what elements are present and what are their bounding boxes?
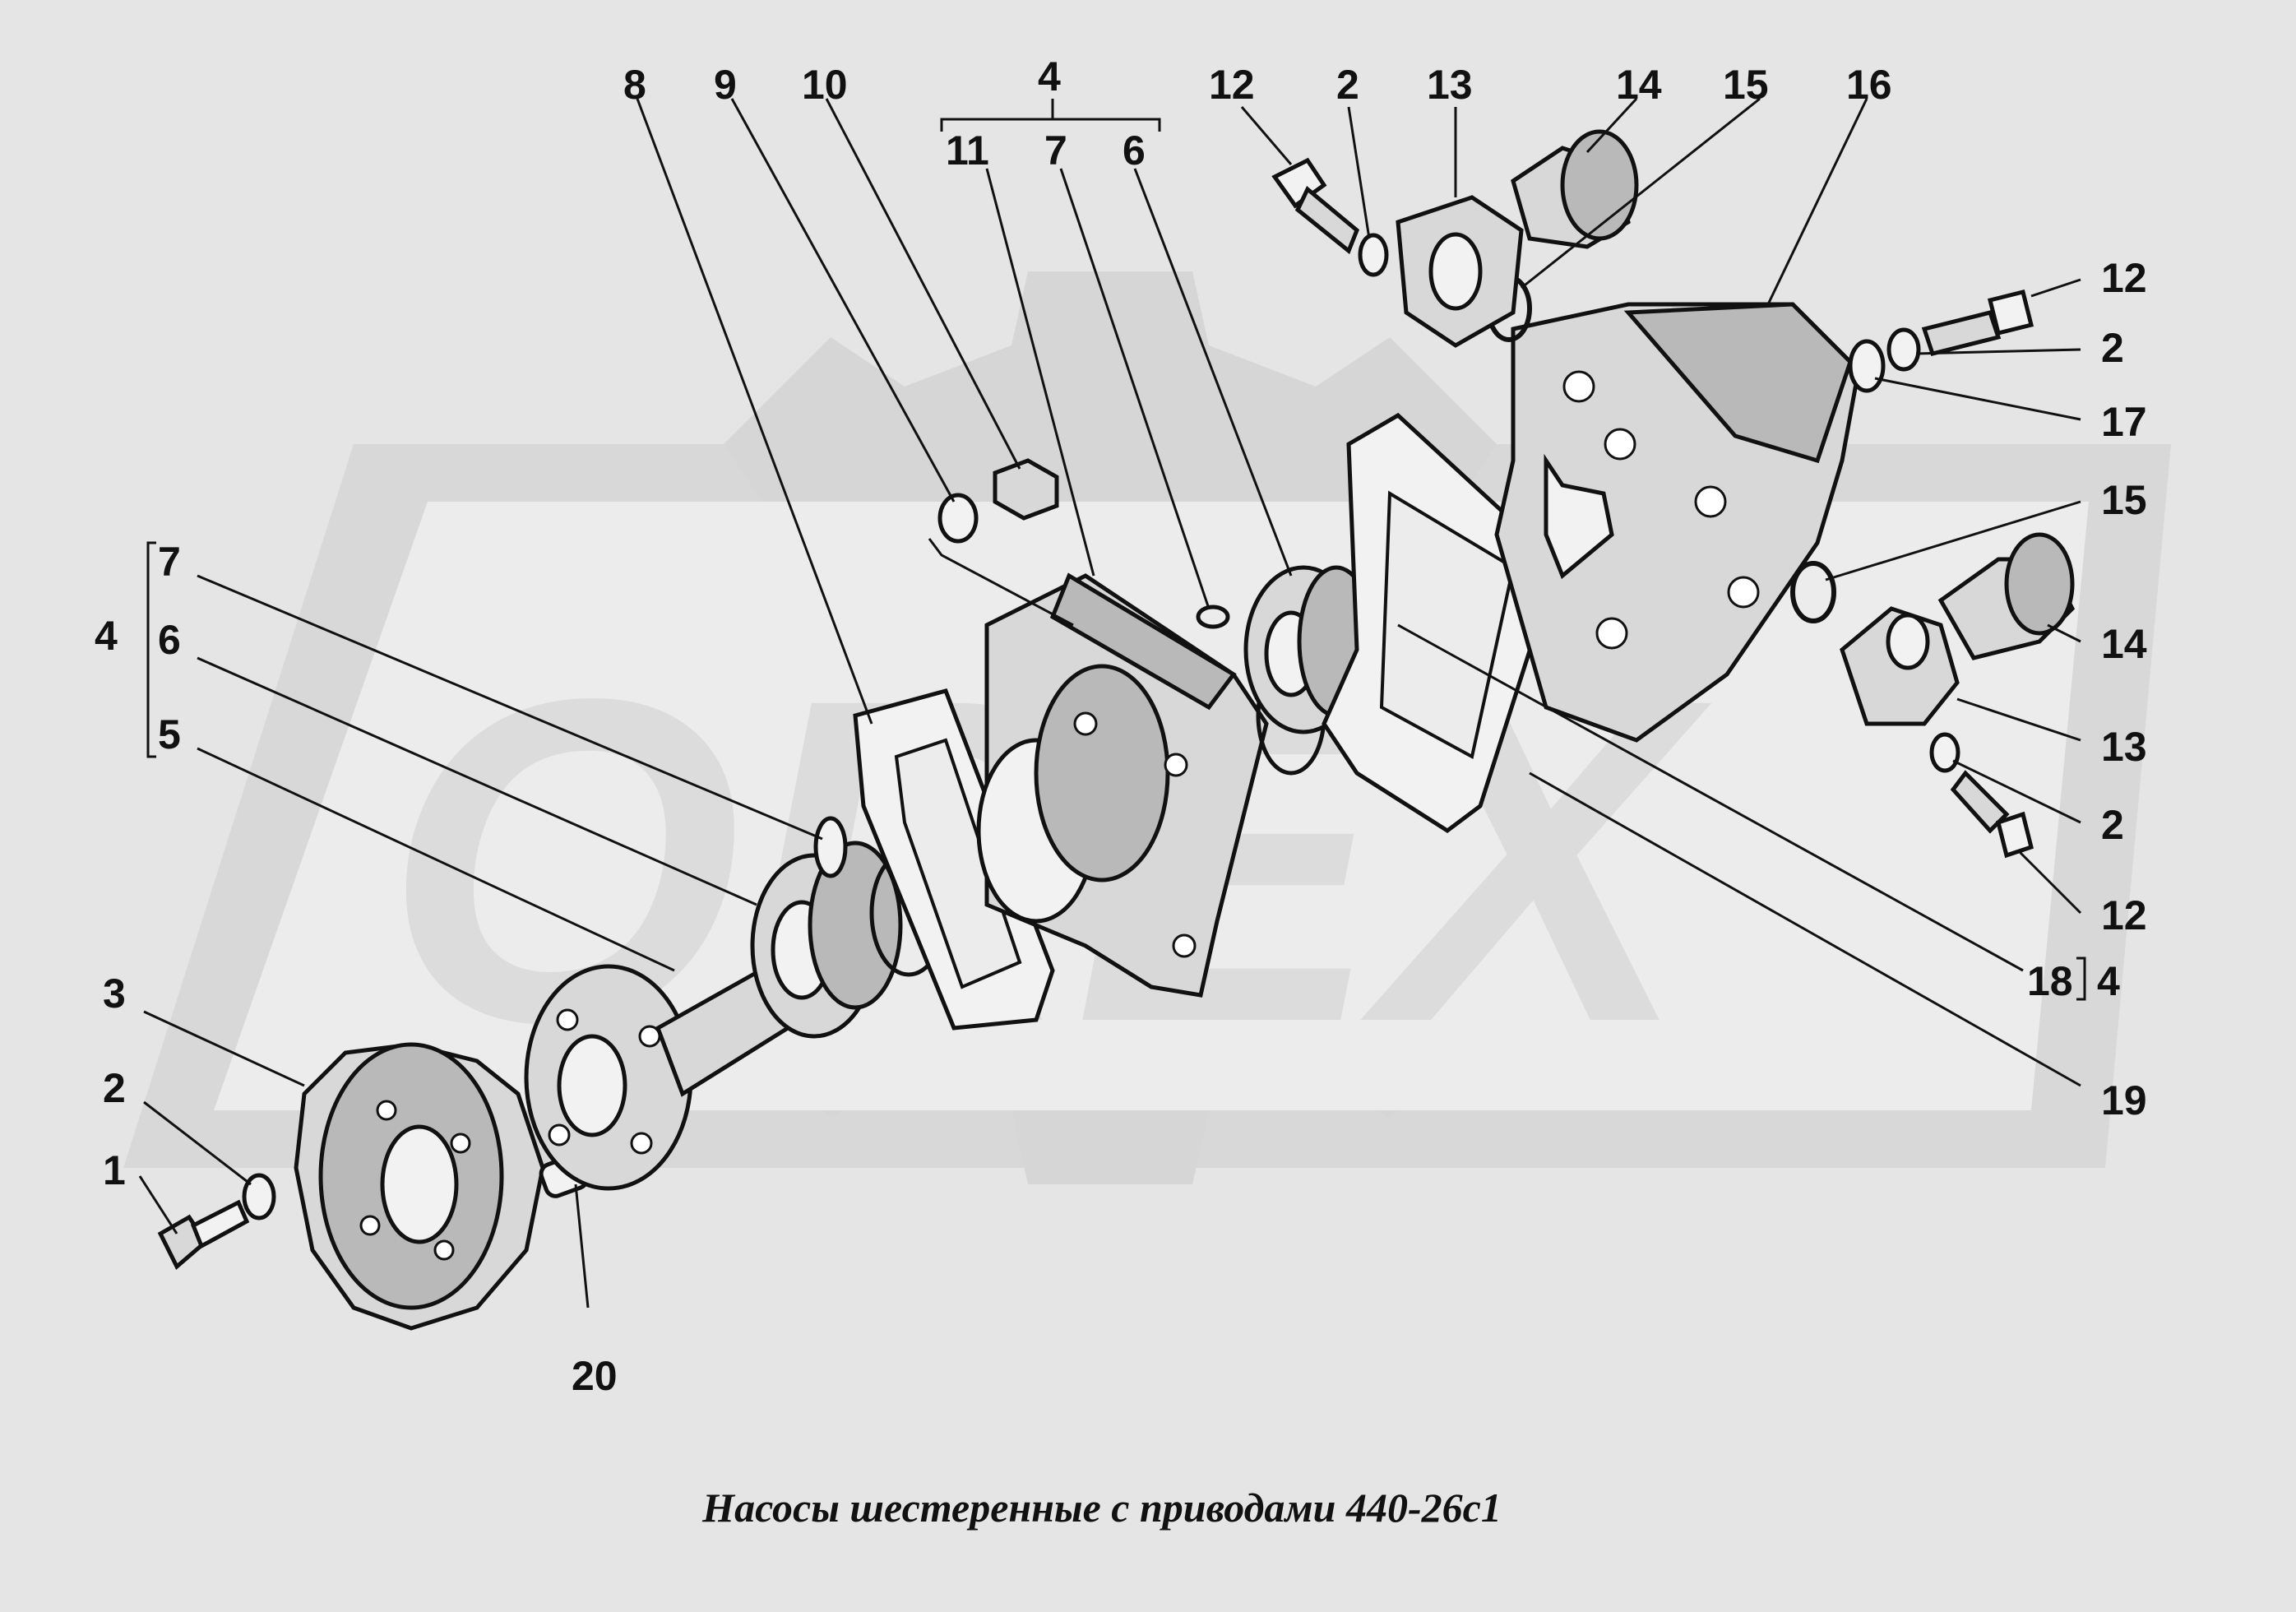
label-13-right: 13 — [2101, 724, 2147, 770]
label-4-group-top: 4 — [1038, 53, 1061, 100]
lock-washer-2-right-top — [1886, 327, 1921, 372]
elbow-fitting-13-right — [1840, 606, 1960, 726]
bolt-1 — [157, 1199, 250, 1270]
label-2-right-bottom: 2 — [2101, 802, 2124, 848]
label-11: 11 — [946, 127, 989, 174]
lock-washer-2-right-bottom — [1929, 732, 1960, 773]
label-6-group-top: 6 — [1123, 127, 1146, 174]
snap-ring-7-left — [813, 816, 848, 878]
label-12-right-top: 12 — [2101, 255, 2147, 301]
label-18: 18 — [2027, 958, 2073, 1004]
washer-17 — [1848, 339, 1886, 393]
label-13-top: 13 — [1427, 62, 1473, 108]
label-5-group-left: 5 — [158, 711, 181, 757]
lock-washer-2-top — [1358, 233, 1389, 277]
label-3: 3 — [103, 970, 126, 1017]
label-14-right: 14 — [2101, 621, 2147, 667]
label-2-left: 2 — [103, 1065, 126, 1111]
label-1: 1 — [103, 1147, 126, 1193]
label-4-right: 4 — [2097, 958, 2120, 1004]
pump-body-16 — [1494, 302, 1861, 743]
leader-lines — [138, 97, 2086, 1309]
label-17: 17 — [2101, 399, 2147, 445]
label-4-group-left: 4 — [95, 613, 118, 659]
label-7-group-left: 7 — [158, 539, 181, 585]
gasket-8 — [853, 688, 1055, 1031]
label-6-group-left: 6 — [158, 617, 181, 663]
figure-caption: Насосы шестеренные с приводами 440-26с1 — [701, 1485, 1502, 1531]
callout-labels: 1 2 3 20 4 7 6 5 8 9 10 4 11 7 6 12 2 13… — [95, 53, 2147, 1399]
fitting-14-top — [1511, 129, 1639, 249]
bolt-12-right-bottom — [1950, 770, 2034, 859]
label-2-top: 2 — [1336, 62, 1359, 108]
gasket-19 — [1322, 412, 1557, 834]
label-9: 9 — [714, 62, 737, 108]
label-8: 8 — [623, 62, 646, 108]
lock-washer-2-left — [242, 1173, 276, 1221]
elbow-fitting-13-top — [1396, 195, 1524, 348]
snap-ring-7-top — [1196, 604, 1230, 629]
o-ring-15-right — [1790, 561, 1836, 623]
label-2-right-top: 2 — [2101, 325, 2124, 371]
bolt-12-right-top — [1921, 289, 2034, 356]
fitting-14-right — [1937, 532, 2076, 660]
nut-10 — [993, 458, 1059, 521]
label-10: 10 — [802, 62, 848, 108]
housing-11 — [976, 572, 1269, 998]
label-14-top: 14 — [1616, 62, 1662, 108]
label-20: 20 — [572, 1353, 618, 1399]
lock-washer-9 — [937, 493, 979, 544]
label-12-top: 12 — [1209, 62, 1255, 108]
label-16: 16 — [1846, 62, 1892, 108]
bolt-12-top — [1271, 157, 1359, 255]
bevel-gear-3 — [294, 1042, 545, 1331]
guide-arrow — [928, 538, 1074, 627]
label-15-right: 15 — [2101, 477, 2147, 523]
label-7-group-top: 7 — [1044, 127, 1067, 174]
label-15-top: 15 — [1723, 62, 1769, 108]
label-12-right-bottom: 12 — [2101, 892, 2147, 938]
bearing-6-left — [750, 841, 903, 1039]
label-19: 19 — [2101, 1077, 2147, 1123]
